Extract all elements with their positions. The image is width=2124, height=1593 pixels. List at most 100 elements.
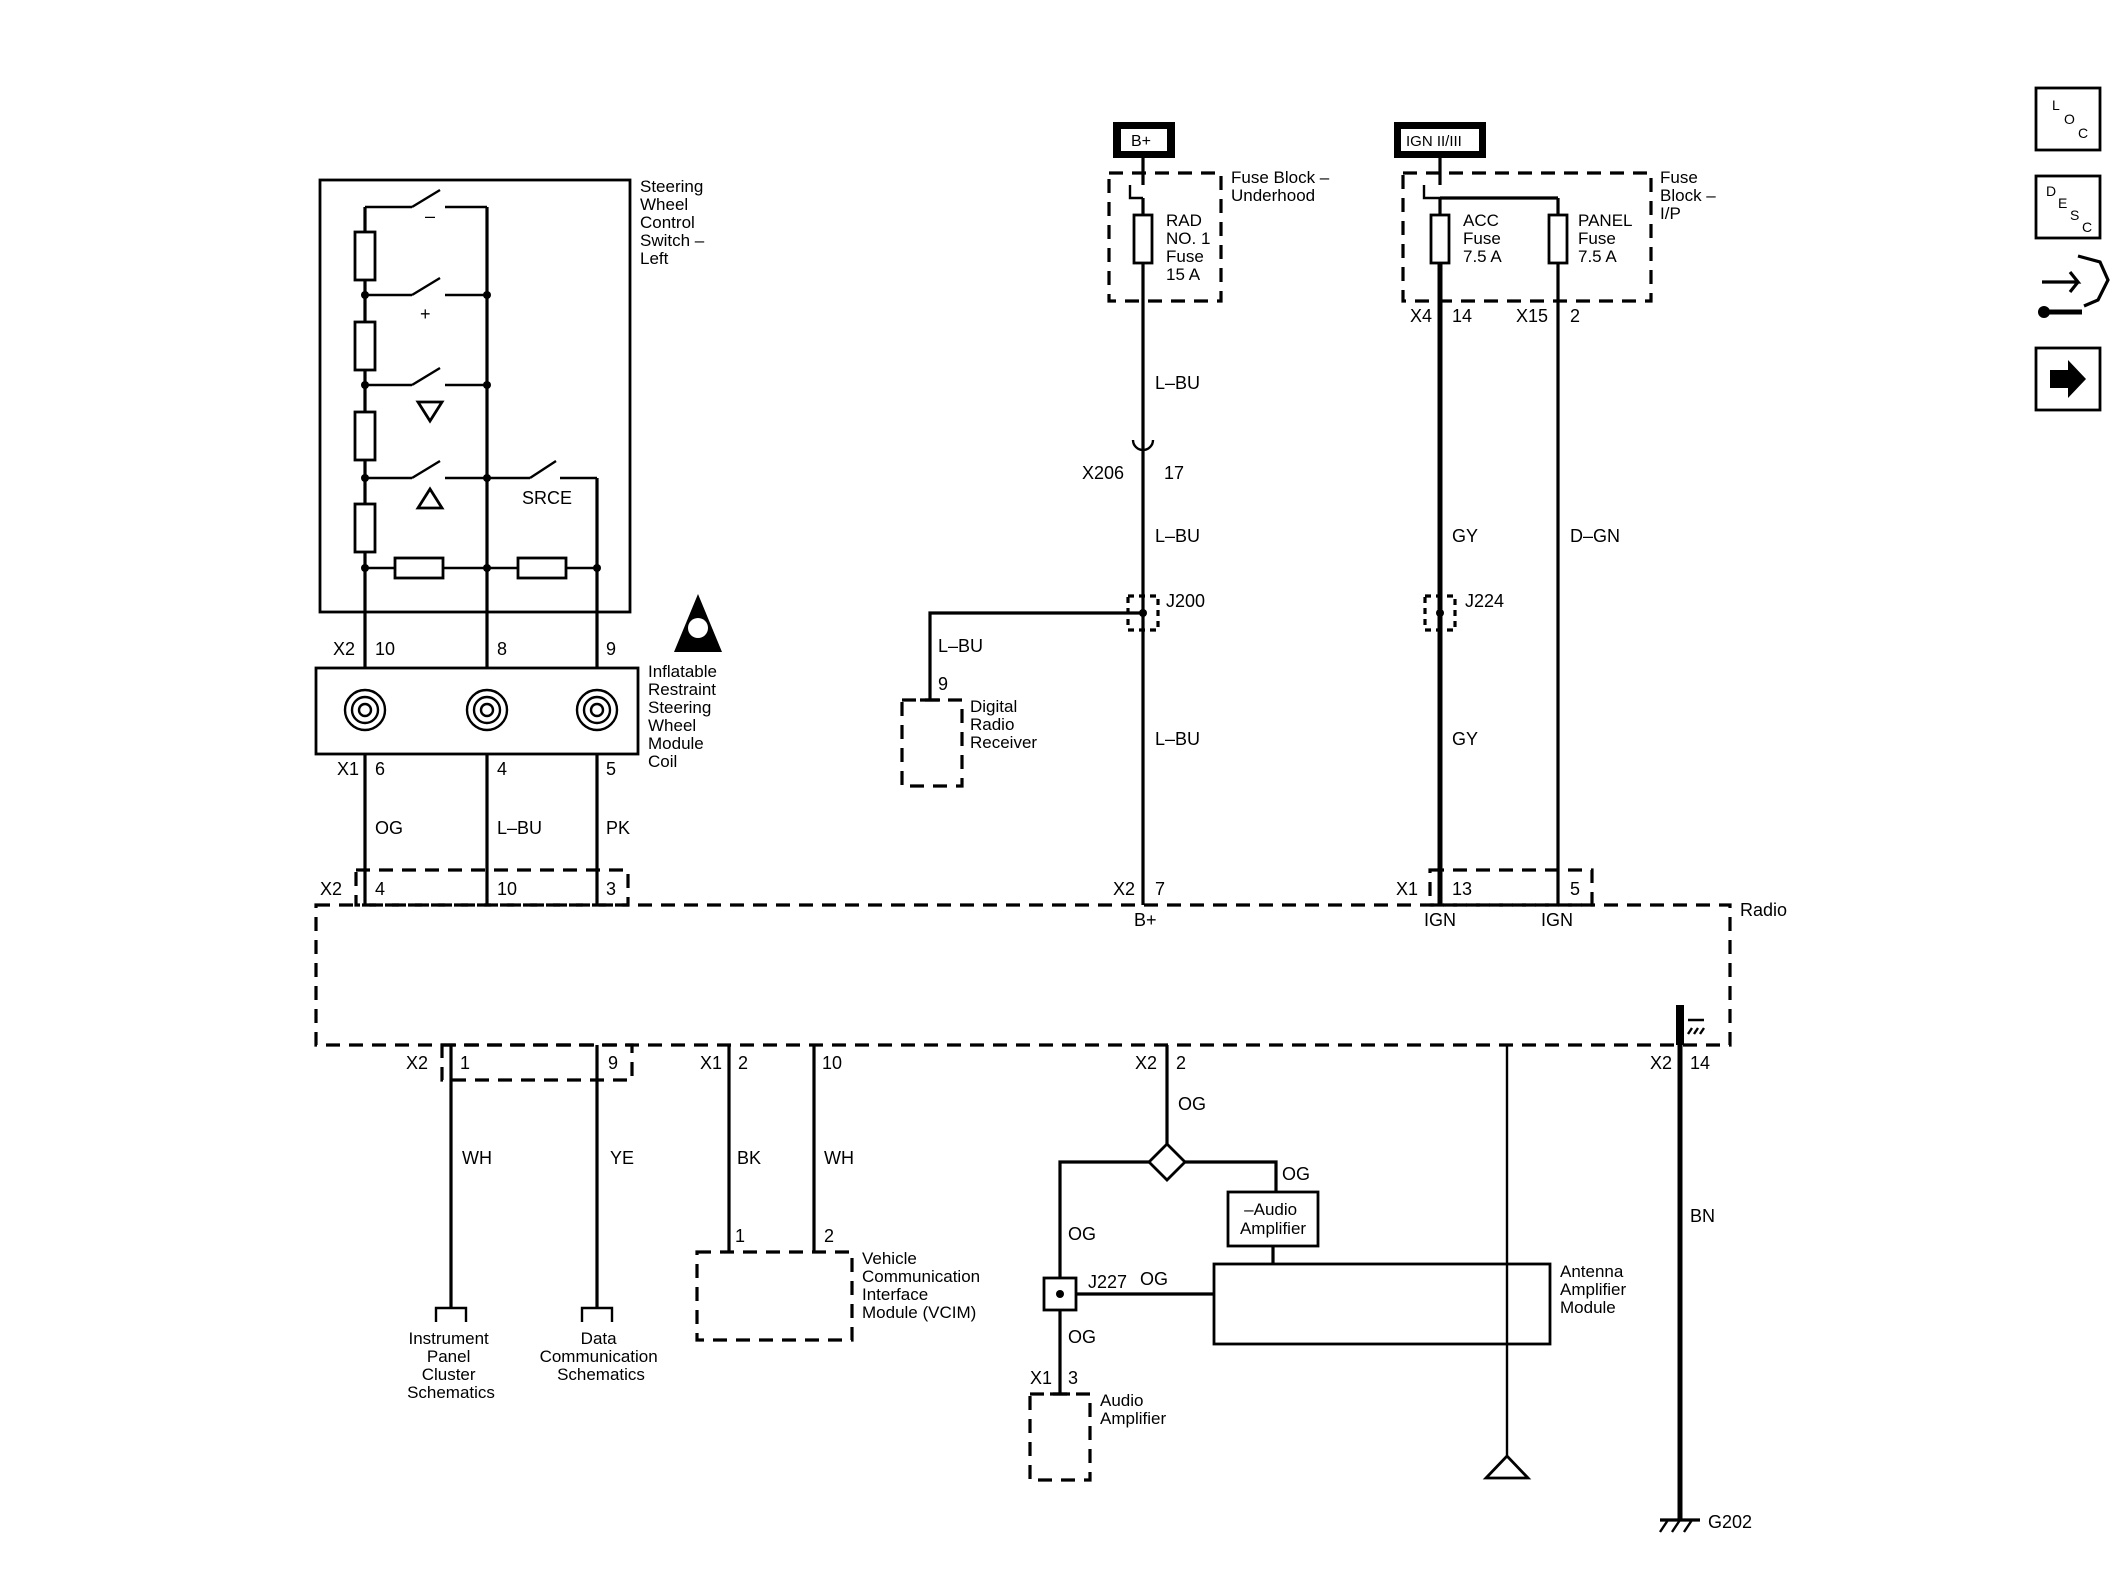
svg-text:Antenna Amplifier: Antenna Amplifier Module (1560, 1262, 1631, 1317)
power-source-bplus: B+ (1113, 122, 1175, 158)
splice-j227-icon (1042, 1276, 1078, 1312)
radio-name: Radio (1740, 900, 1787, 920)
pin-label: 1 (735, 1226, 745, 1246)
pin-label: 14 (1452, 306, 1472, 326)
wire-color-label: L–BU (938, 636, 983, 656)
svg-text:E: E (2058, 195, 2067, 211)
wire-color-label: L–BU (1155, 729, 1200, 749)
switch-minus-label: – (425, 206, 435, 226)
connector-x2-label: X2 (333, 639, 355, 659)
pin-label: 10 (375, 639, 395, 659)
steering-wheel-control-switch: – + SRCE (318, 177, 705, 668)
pin-label: 3 (1068, 1368, 1078, 1388)
pin-function-label: B+ (1134, 910, 1157, 930)
antenna-amplifier-module: Antenna Amplifier Module (1212, 1262, 1631, 1346)
svg-text:D: D (2046, 183, 2056, 199)
wire-color-label: GY (1452, 729, 1478, 749)
ign-label: IGN II/III (1406, 133, 1462, 150)
wire-color-label: WH (462, 1148, 492, 1168)
loc-icon[interactable]: L O C (2034, 86, 2102, 152)
airbag-warning-icon (674, 594, 722, 652)
svg-text:O: O (2064, 111, 2075, 127)
svg-text:L: L (2052, 97, 2060, 113)
fuse-block-ip-name: Fuse Block – I/P (1660, 168, 1720, 223)
pin-label: 8 (497, 639, 507, 659)
seek-up-icon (415, 486, 445, 510)
next-arrow-icon[interactable] (2034, 346, 2102, 412)
wire-color-label: OG (1140, 1269, 1168, 1289)
connector-tool-icon[interactable] (2038, 254, 2110, 318)
pin-label: 9 (938, 674, 948, 694)
wire-color-label: BN (1690, 1206, 1715, 1226)
pin-label: 14 (1690, 1053, 1710, 1073)
fuse-block-underhood: RAD NO. 1 Fuse 15 A Fuse Block – Underho… (1107, 168, 1334, 303)
svg-text:S: S (2070, 207, 2079, 223)
antenna-icon (1482, 1453, 1532, 1480)
connector-x1-label: X1 (337, 759, 359, 779)
pin-label: 2 (1176, 1053, 1186, 1073)
pin-label: 13 (1452, 879, 1472, 899)
rad-fuse-label: RAD NO. 1 Fuse 15 A (1166, 211, 1215, 284)
switch-seek-down (361, 366, 491, 424)
audio-amplifier-top: –Audio Amplifier (1226, 1190, 1320, 1248)
switch-source: SRCE (487, 459, 597, 508)
wire-color-label: OG (1068, 1224, 1096, 1244)
wire-color-label: L–BU (1155, 373, 1200, 393)
connector-x4-label: X4 (1410, 306, 1432, 326)
bplus-label: B+ (1131, 133, 1151, 150)
svg-text:Audio Amplifier: Audio Amplifier (1100, 1391, 1166, 1428)
svg-text:Vehicle Communication: Vehicle Communication Interface Module (… (862, 1249, 985, 1322)
pin-label: 4 (375, 879, 385, 899)
acc-fuse-label: ACC Fuse 7.5 A (1463, 211, 1506, 266)
power-source-ign: IGN II/III (1394, 122, 1486, 158)
pin-label: 17 (1164, 463, 1184, 483)
splice-j224-label: J224 (1465, 591, 1504, 611)
desc-icon[interactable]: D E S C (2034, 174, 2102, 240)
connector-x1-label: X1 (1396, 879, 1418, 899)
connector-x2-label: X2 (1135, 1053, 1157, 1073)
pin-label: 4 (497, 759, 507, 779)
pin-function-label: IGN (1424, 910, 1456, 930)
connector-x206-label: X206 (1082, 463, 1124, 483)
svg-text:–Audio Amplifier: –Audio Amplifier (1240, 1200, 1306, 1238)
svg-text:Digital Radio Rece: Digital Radio Receiver (970, 697, 1037, 752)
svg-text:C: C (2078, 125, 2088, 141)
wire-color-label: WH (824, 1148, 854, 1168)
pin-label: 2 (1570, 306, 1580, 326)
pin-label: 10 (497, 879, 517, 899)
wire-color-label: L–BU (497, 818, 542, 838)
pin-function-label: IGN (1541, 910, 1573, 930)
connector-x1-label: X1 (1030, 1368, 1052, 1388)
splice-j200-label: J200 (1166, 591, 1205, 611)
wire-color-label: OG (1282, 1164, 1310, 1184)
wire-color-label: OG (1178, 1094, 1206, 1114)
wire-color-label: OG (1068, 1327, 1096, 1347)
digital-radio-receiver: Digital Radio Receiver (900, 697, 1037, 788)
pin-label: 7 (1155, 879, 1165, 899)
svg-text:C: C (2082, 219, 2092, 235)
fuse-block-underhood-name: Fuse Block – Underhood (1231, 168, 1334, 205)
wire-color-label: YE (610, 1148, 634, 1168)
pin-label: 10 (822, 1053, 842, 1073)
wire-color-label: OG (375, 818, 403, 838)
pin-label: 2 (738, 1053, 748, 1073)
pin-label: 5 (1570, 879, 1580, 899)
wire-color-label: PK (606, 818, 630, 838)
switch-plus: + (361, 276, 491, 324)
connector-x2-label: X2 (1650, 1053, 1672, 1073)
data-comm-schematics-ref: Data Communication Schematics (540, 1329, 663, 1384)
coil-name: Inflatable Restraint Steering Wheel Modu… (648, 662, 722, 771)
pin-label: 6 (375, 759, 385, 779)
panel-fuse-label: PANEL Fuse 7.5 A (1578, 211, 1637, 266)
seek-down-icon (415, 400, 445, 424)
connector-x2-label: X2 (320, 879, 342, 899)
wire-color-label: GY (1452, 526, 1478, 546)
pin-label: 9 (606, 639, 616, 659)
reference-terminal-icon (434, 1306, 468, 1322)
pin-label: 1 (460, 1053, 470, 1073)
pin-label: 5 (606, 759, 616, 779)
ground-g202-icon (1659, 1518, 1700, 1533)
radio-module: Radio (314, 900, 1787, 1047)
pin-label: 2 (824, 1226, 834, 1246)
